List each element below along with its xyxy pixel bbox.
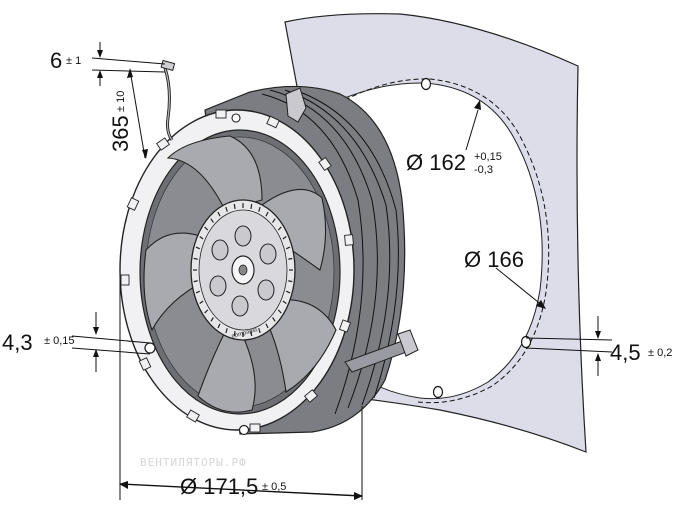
strut-foot [397, 329, 419, 357]
watermark: ВЕНТИЛЯТОРЫ.РФ [140, 456, 247, 469]
hub-tick [217, 323, 221, 329]
dim-cable-offset: 6 [50, 48, 62, 73]
hub-tick [193, 280, 198, 283]
top-bracket [285, 87, 307, 123]
hub-tick [210, 218, 214, 223]
cable-end [160, 59, 176, 72]
hub-tick [250, 203, 253, 210]
dim-cable-length-tol: ± 10 [115, 91, 127, 112]
dim-cable-length: 365 [108, 115, 133, 152]
dimension-labels: 6 ± 1 365 ± 10 Ø 162 +0,15 -0,3 Ø 166 4,… [2, 48, 672, 499]
hub-tick [250, 330, 253, 337]
hub-tick [282, 236, 287, 240]
hub-pockets [209, 225, 277, 317]
hub-tick [272, 218, 276, 223]
hub-tick [204, 309, 209, 314]
hub-tick [288, 280, 293, 283]
hub-tick [204, 226, 209, 231]
hub-tick [265, 211, 269, 217]
hub-tick [233, 330, 236, 337]
dim-bolt-circle: Ø 166 [464, 247, 524, 272]
dim-housing-diameter: Ø 171,5 [180, 474, 258, 499]
hub-tick [285, 246, 291, 250]
hub-tick [258, 206, 261, 212]
panel-hole-top [420, 77, 432, 91]
hub-tick [193, 257, 198, 260]
hub-tick [258, 328, 261, 334]
blade-bottom [197, 329, 256, 413]
blade-lower-right [265, 299, 337, 393]
hub-tick [225, 206, 228, 212]
dim-cutout-tol-upper: +0,15 [474, 151, 502, 163]
hub-ticks [193, 203, 293, 337]
hub-tick [265, 323, 269, 329]
hub-tick [217, 211, 221, 217]
dim-cutout-tol-lower: -0,3 [474, 164, 493, 176]
panel-hole-right [520, 335, 532, 349]
dim-hole-right: 4,5 [610, 340, 641, 365]
dim-hole-left: 4,3 [2, 330, 33, 355]
fan-front: ebmpapst [119, 109, 355, 436]
dim-housing-tol: ± 0,5 [262, 481, 286, 493]
front-hole-left [144, 342, 156, 354]
dim-cable-offset-tol: ± 1 [66, 55, 81, 67]
hub-tick [210, 317, 214, 322]
dim-cutout-diameter: Ø 162 [406, 150, 466, 175]
dim-hole-left-tol: ± 0,15 [44, 335, 75, 347]
hub-tick [195, 246, 201, 250]
front-hole-top [231, 113, 241, 123]
hub-tick [199, 236, 204, 240]
cable-wire [163, 67, 174, 141]
hub-tick [225, 328, 228, 334]
panel-hole-bottom [432, 385, 444, 399]
blade-top [166, 135, 263, 211]
hub-tick [272, 317, 276, 322]
hub-tick [199, 300, 204, 304]
fan-blades [143, 135, 337, 413]
hub-tick [288, 257, 293, 260]
cable [160, 59, 176, 141]
dimension-lines [71, 42, 613, 500]
hub-tick [195, 290, 201, 294]
dim-hole-right-tol: ± 0,2 [648, 347, 672, 359]
blade-left [143, 232, 207, 332]
hub-tick [277, 226, 282, 231]
ring-clips [120, 109, 354, 433]
hub-tick [277, 309, 282, 314]
hub-tick [285, 290, 291, 294]
hub-tick [233, 203, 236, 210]
hub-tick [282, 300, 287, 304]
front-hole-bottom [238, 424, 250, 436]
